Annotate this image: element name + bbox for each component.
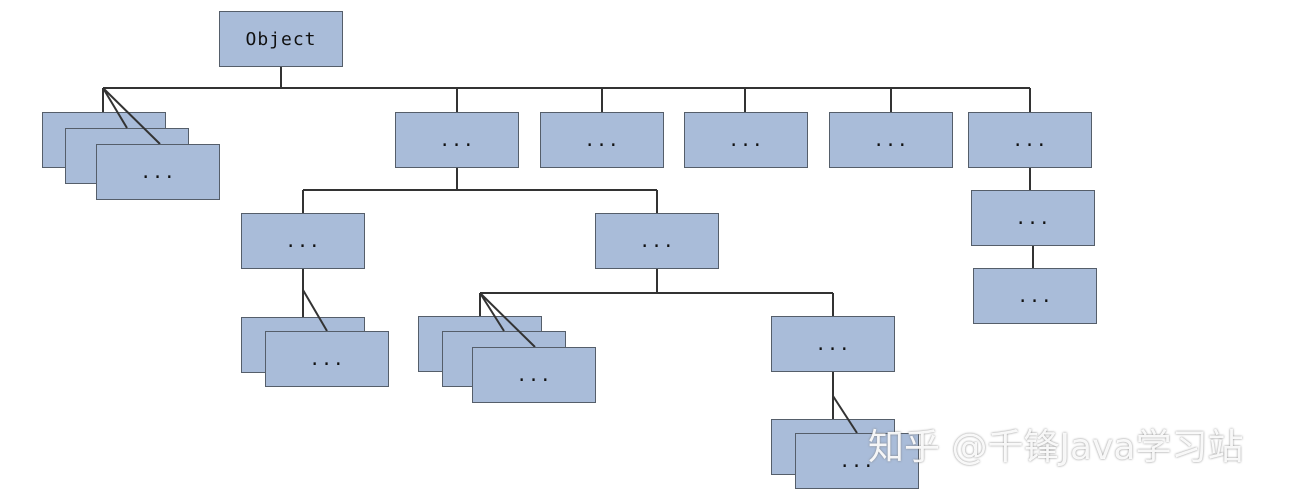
subclass-node-a: ... <box>395 112 519 168</box>
subclass-node-a2b: ... <box>771 316 895 372</box>
subclass-node-f: ... <box>968 112 1092 168</box>
subclass-node-c: ... <box>684 112 808 168</box>
stacked-subclass-front-node: ... <box>472 347 596 403</box>
stacked-subclass-front-node: ... <box>96 144 220 200</box>
node-label: ... <box>439 129 475 151</box>
node-label: ... <box>1017 285 1053 307</box>
object-root-label: Object <box>245 28 317 50</box>
node-label: ... <box>728 129 764 151</box>
node-label: ... <box>516 364 552 386</box>
node-label: ... <box>309 348 345 370</box>
node-label: ... <box>873 129 909 151</box>
subclass-node-f2: ... <box>973 268 1097 324</box>
node-label: ... <box>815 333 851 355</box>
stacked-subclass-front-node: ... <box>795 433 919 489</box>
watermark-text: 知乎 @千锋Java学习站 <box>868 427 1244 468</box>
node-label: ... <box>140 161 176 183</box>
subclass-node-a2: ... <box>595 213 719 269</box>
node-label: ... <box>1015 207 1051 229</box>
node-label: ... <box>1012 129 1048 151</box>
subclass-node-d: ... <box>829 112 953 168</box>
node-label: ... <box>839 450 875 472</box>
stacked-subclass-front-node: ... <box>265 331 389 387</box>
subclass-node-a1: ... <box>241 213 365 269</box>
object-root-node: Object <box>219 11 343 67</box>
subclass-node-f1: ... <box>971 190 1095 246</box>
node-label: ... <box>639 230 675 252</box>
node-label: ... <box>285 230 321 252</box>
node-label: ... <box>584 129 620 151</box>
subclass-node-b: ... <box>540 112 664 168</box>
